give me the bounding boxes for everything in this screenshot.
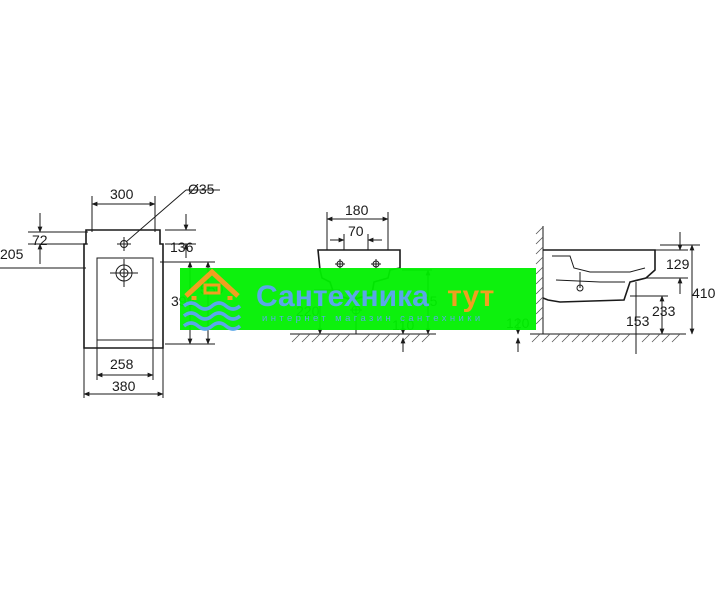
side-wall-hatch (535, 226, 544, 325)
watermark-title-part2: тут (447, 280, 494, 313)
front-hole-diameter-label: Ø35 (188, 181, 215, 197)
logo-house-icon (184, 268, 240, 300)
side-outer-height-label: 410 (692, 285, 716, 301)
side-floor-hatch (531, 333, 681, 343)
front-right-top-label: 136 (170, 239, 194, 255)
logo-waves-icon (182, 301, 242, 331)
side-top-right-label: 129 (666, 256, 690, 272)
front-left-top-label: 72 (32, 232, 48, 248)
watermark-subtitle: интернет магазин сантехники (262, 313, 484, 324)
rear-floor-hatch (291, 333, 431, 343)
watermark-band (180, 268, 536, 330)
side-view-body (542, 249, 656, 303)
rear-top-outer-label: 180 (345, 202, 369, 218)
watermark-title: Сантехника тут (256, 280, 494, 313)
side-view: 129 410 233 153 (506, 226, 716, 354)
front-top-width-label: 300 (110, 186, 134, 202)
watermark-title-part1: Сантехника (256, 280, 429, 313)
front-bottom-outer-label: 380 (112, 378, 136, 394)
rear-top-inner-label: 70 (348, 223, 364, 239)
front-view-bowl (96, 257, 154, 341)
watermark: Сантехника тут интернет магазин сантехни… (180, 268, 536, 331)
front-bottom-inner-label: 258 (110, 356, 134, 372)
side-depth-label: 153 (626, 313, 650, 329)
front-left-outer-label: 205 (0, 246, 24, 262)
side-inner-height-label: 233 (652, 303, 676, 319)
